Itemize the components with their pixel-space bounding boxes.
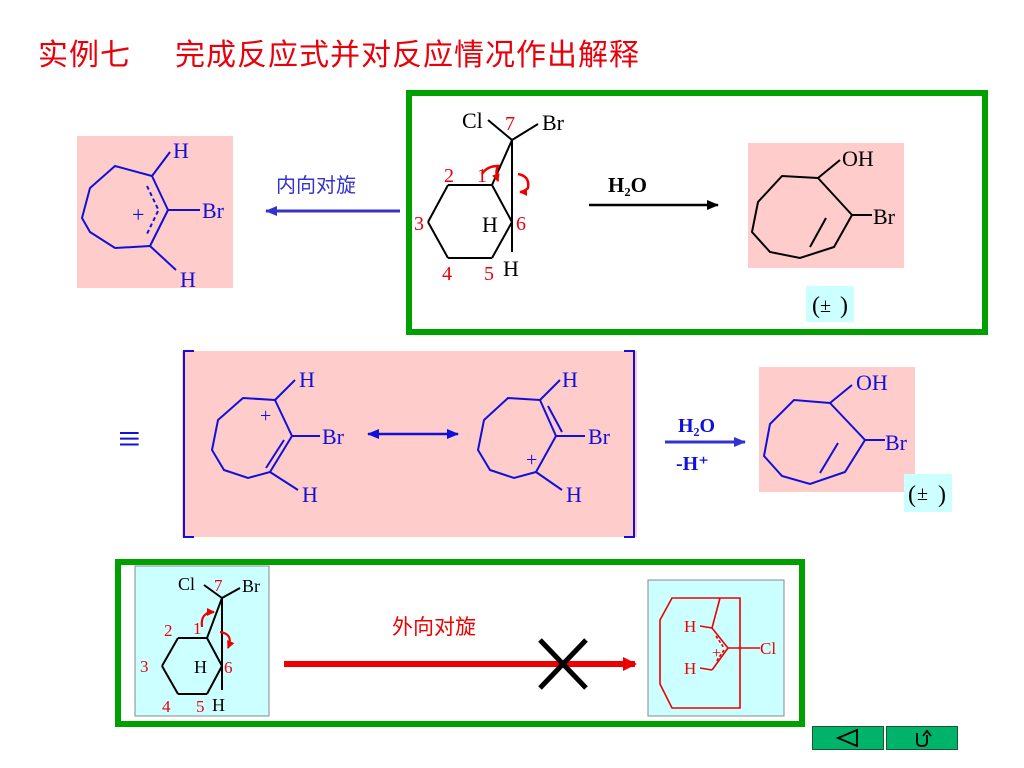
page-title: 实例七 完成反应式并对反应情况作出解释: [38, 30, 640, 74]
res-left-h-top: H: [299, 367, 315, 392]
bridged-h-bottom: H: [684, 659, 696, 678]
product-middle-br: Br: [885, 430, 908, 455]
res-right-h-bottom: H: [566, 482, 582, 507]
reactant-bottom-n6: 6: [224, 658, 233, 677]
res-left-br: Br: [322, 424, 345, 449]
cation-plus: +: [132, 202, 144, 227]
reactant-bottom-n2: 2: [164, 621, 173, 640]
reactant-bottom-n3: 3: [140, 657, 149, 676]
product-middle: OH Br: [759, 367, 915, 492]
curved-arrow-icon: [219, 630, 235, 649]
minus-proton-reagent: -H⁺: [676, 453, 709, 475]
product-top: OH Br: [748, 143, 904, 268]
reactant-bottom-n1: 1: [193, 619, 202, 638]
equivalence-sign: ≡: [118, 416, 141, 461]
reactant-top-n2: 2: [444, 165, 454, 187]
water-reagent-top: H₂O: [608, 173, 647, 197]
reactant-top-n5: 5: [484, 263, 494, 285]
product-middle-oh: OH: [856, 370, 888, 395]
reactant-bottom-panel: [134, 565, 270, 717]
return-button[interactable]: [886, 726, 958, 750]
cation-h-top: H: [173, 138, 189, 163]
racemic-top: ±: [820, 295, 831, 317]
bicyclic-reactant-bottom: Cl Br H H 1 2 3 4 5 6 7: [134, 565, 270, 717]
product-top-br: Br: [873, 204, 896, 229]
reactant-bottom-n5: 5: [196, 697, 205, 716]
bridged-plus: +: [712, 645, 721, 662]
cation-panel: [77, 136, 233, 288]
bridged-cation-product: H H + Cl: [647, 579, 785, 717]
bottom-reaction-frame: [115, 559, 805, 727]
reactant-bottom-n7: 7: [214, 576, 223, 595]
reactant-top-n7: 7: [505, 113, 515, 135]
reactant-bottom-br: Br: [242, 576, 260, 596]
reactant-bottom-h-bottom: H: [212, 695, 225, 715]
back-button[interactable]: [812, 726, 884, 750]
curved-arrow-icon: [480, 164, 501, 182]
resonance-brackets: [183, 350, 635, 538]
return-icon: [916, 729, 932, 747]
reactant-top-h-bottom: H: [503, 256, 519, 281]
reactant-bottom-cl: Cl: [178, 574, 195, 594]
res-left-h-bottom: H: [302, 482, 318, 507]
reactant-top-br: Br: [542, 110, 565, 135]
title-text: 完成反应式并对反应情况作出解释: [175, 38, 640, 73]
reactant-top-h-bridge: H: [482, 212, 498, 237]
racemic-middle: ±: [917, 483, 928, 505]
racemic-paren-open: (: [908, 482, 916, 508]
res-right-plus: +: [526, 449, 537, 471]
racemic-paren-open: (: [812, 293, 820, 319]
resonance-panel: [182, 351, 637, 537]
product-top-panel: [748, 143, 904, 268]
product-top-oh: OH: [842, 146, 874, 171]
cation-structure: H H + Br: [77, 136, 233, 292]
top-reaction-frame: [406, 90, 988, 335]
product-middle-panel: [759, 367, 915, 492]
res-left-plus: +: [260, 405, 271, 427]
res-right-br: Br: [588, 424, 611, 449]
resonance-right-structure: H H + Br: [476, 367, 611, 507]
cation-h-bottom: H: [180, 267, 196, 292]
forbidden-cross-icon: [538, 638, 588, 690]
bridged-cation-panel: [647, 579, 785, 717]
reactant-top-n4: 4: [442, 263, 452, 285]
reactant-bottom-n4: 4: [162, 697, 171, 716]
bicyclic-reactant-top: Cl Br H H 1 2 3 4 5 6 7: [414, 108, 565, 285]
back-arrow-icon: [835, 728, 858, 748]
title-example: 实例七: [38, 38, 131, 73]
reactant-top-n1: 1: [477, 165, 487, 187]
exo-disrotation-label: 外向对旋: [392, 615, 476, 639]
bridged-cl: Cl: [760, 639, 776, 658]
cation-br: Br: [202, 198, 225, 223]
curved-arrow-icon: [517, 172, 530, 196]
reactant-bottom-h-bridge: H: [194, 657, 207, 677]
endo-disrotation-label: 内向对旋: [276, 173, 356, 197]
racemic-paren-close: ): [938, 482, 946, 508]
water-reagent-middle: H₂O: [678, 415, 715, 437]
reactant-top-n6: 6: [516, 213, 526, 235]
bridged-h-top: H: [684, 617, 696, 636]
reactant-top-cl: Cl: [462, 108, 483, 133]
racemic-paren-close: ): [840, 293, 848, 319]
reactant-top-n3: 3: [414, 213, 424, 235]
racemic-badge-top: [806, 286, 854, 322]
racemic-badge-middle: [904, 474, 952, 512]
res-right-h-top: H: [562, 367, 578, 392]
resonance-left-structure: H H + Br: [210, 367, 345, 507]
curved-arrow-icon: [200, 608, 215, 628]
